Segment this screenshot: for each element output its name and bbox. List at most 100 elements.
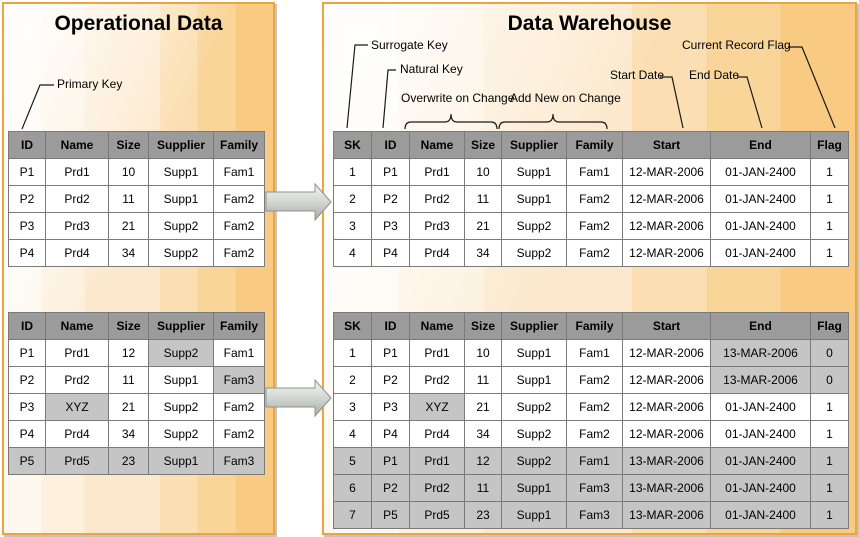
column-header: Start [622, 131, 711, 159]
table-cell: Fam3 [213, 447, 265, 475]
table-cell: 1 [810, 474, 849, 502]
table-cell: Supp2 [148, 212, 214, 240]
table-cell: Supp1 [501, 501, 567, 529]
start-date-label: Start Date [610, 68, 665, 82]
table-cell: Fam2 [566, 212, 623, 240]
table-cell: 1 [810, 393, 849, 421]
table-cell: Prd1 [409, 447, 465, 475]
column-header: Supplier [501, 131, 567, 159]
column-header: End [710, 312, 811, 340]
table-cell: Fam3 [213, 366, 265, 394]
table-cell: Supp2 [501, 420, 567, 448]
column-header: End [710, 131, 811, 159]
table-cell: 1 [810, 420, 849, 448]
table-cell: 10 [108, 158, 149, 186]
table-cell: Prd4 [409, 239, 465, 267]
table-cell: 4 [333, 239, 372, 267]
table-cell: Fam2 [566, 185, 623, 213]
column-header: Name [45, 312, 109, 340]
table-cell: 12 [464, 447, 502, 475]
table-cell: 1 [810, 447, 849, 475]
column-header: Size [464, 131, 502, 159]
table-cell: 12-MAR-2006 [622, 393, 711, 421]
table-cell: 21 [464, 393, 502, 421]
table-cell: P2 [8, 366, 46, 394]
table-cell: 01-JAN-2400 [710, 212, 811, 240]
table-cell: 2 [333, 185, 372, 213]
table-cell: 1 [810, 212, 849, 240]
natural-key-label: Natural Key [400, 62, 463, 76]
add-new-on-change-label: Add New on Change [510, 91, 621, 105]
table-cell: Prd4 [409, 420, 465, 448]
table-cell: P3 [8, 393, 46, 421]
table-cell: 0 [810, 339, 849, 367]
table-cell: XYZ [45, 393, 109, 421]
table-cell: 10 [464, 158, 502, 186]
column-header: Family [213, 312, 265, 340]
table-cell: P1 [371, 447, 410, 475]
table-cell: 01-JAN-2400 [710, 393, 811, 421]
table-cell: 21 [108, 393, 149, 421]
table-cell: 23 [108, 447, 149, 475]
table-cell: 23 [464, 501, 502, 529]
table-cell: 01-JAN-2400 [710, 420, 811, 448]
table-cell: P4 [371, 420, 410, 448]
table-cell: Prd4 [45, 239, 109, 267]
table-cell: P2 [8, 185, 46, 213]
table-cell: P3 [371, 393, 410, 421]
column-header: Name [45, 131, 109, 159]
table-cell: 1 [810, 501, 849, 529]
table-cell: Prd1 [45, 339, 109, 367]
table-cell: Supp2 [501, 239, 567, 267]
column-header: ID [371, 131, 410, 159]
table-cell: 12-MAR-2006 [622, 185, 711, 213]
column-header: ID [371, 312, 410, 340]
table-cell: P1 [8, 158, 46, 186]
table-cell: Fam2 [566, 239, 623, 267]
table-cell: 34 [464, 239, 502, 267]
table-cell: 11 [108, 366, 149, 394]
table-cell: 13-MAR-2006 [710, 339, 811, 367]
table-cell: 1 [810, 158, 849, 186]
operational-data-title: Operational Data [54, 12, 223, 35]
table-cell: Supp1 [501, 474, 567, 502]
column-header: Size [464, 312, 502, 340]
table-cell: P3 [371, 212, 410, 240]
table-cell: 1 [333, 339, 372, 367]
table-cell: Supp1 [148, 366, 214, 394]
column-header: Family [213, 131, 265, 159]
table-cell: Prd5 [45, 447, 109, 475]
table-cell: 12-MAR-2006 [622, 158, 711, 186]
table-cell: 12-MAR-2006 [622, 212, 711, 240]
table-cell: 1 [810, 239, 849, 267]
table-cell: P1 [8, 339, 46, 367]
table-cell: 3 [333, 393, 372, 421]
data-warehouse-title: Data Warehouse [507, 12, 672, 35]
table-cell: 13-MAR-2006 [622, 501, 711, 529]
table-cell: Fam2 [566, 366, 623, 394]
table-cell: Fam1 [566, 158, 623, 186]
overwrite-on-change-label: Overwrite on Change [401, 91, 515, 105]
table-cell: 3 [333, 212, 372, 240]
column-header: Name [409, 312, 465, 340]
table-cell: 01-JAN-2400 [710, 158, 811, 186]
table-cell: Supp2 [148, 239, 214, 267]
table-cell: Prd2 [45, 185, 109, 213]
current-record-flag-label: Current Record Flag [682, 38, 791, 52]
table-cell: 21 [464, 212, 502, 240]
column-header: Size [108, 312, 149, 340]
table-cell: 01-JAN-2400 [710, 185, 811, 213]
